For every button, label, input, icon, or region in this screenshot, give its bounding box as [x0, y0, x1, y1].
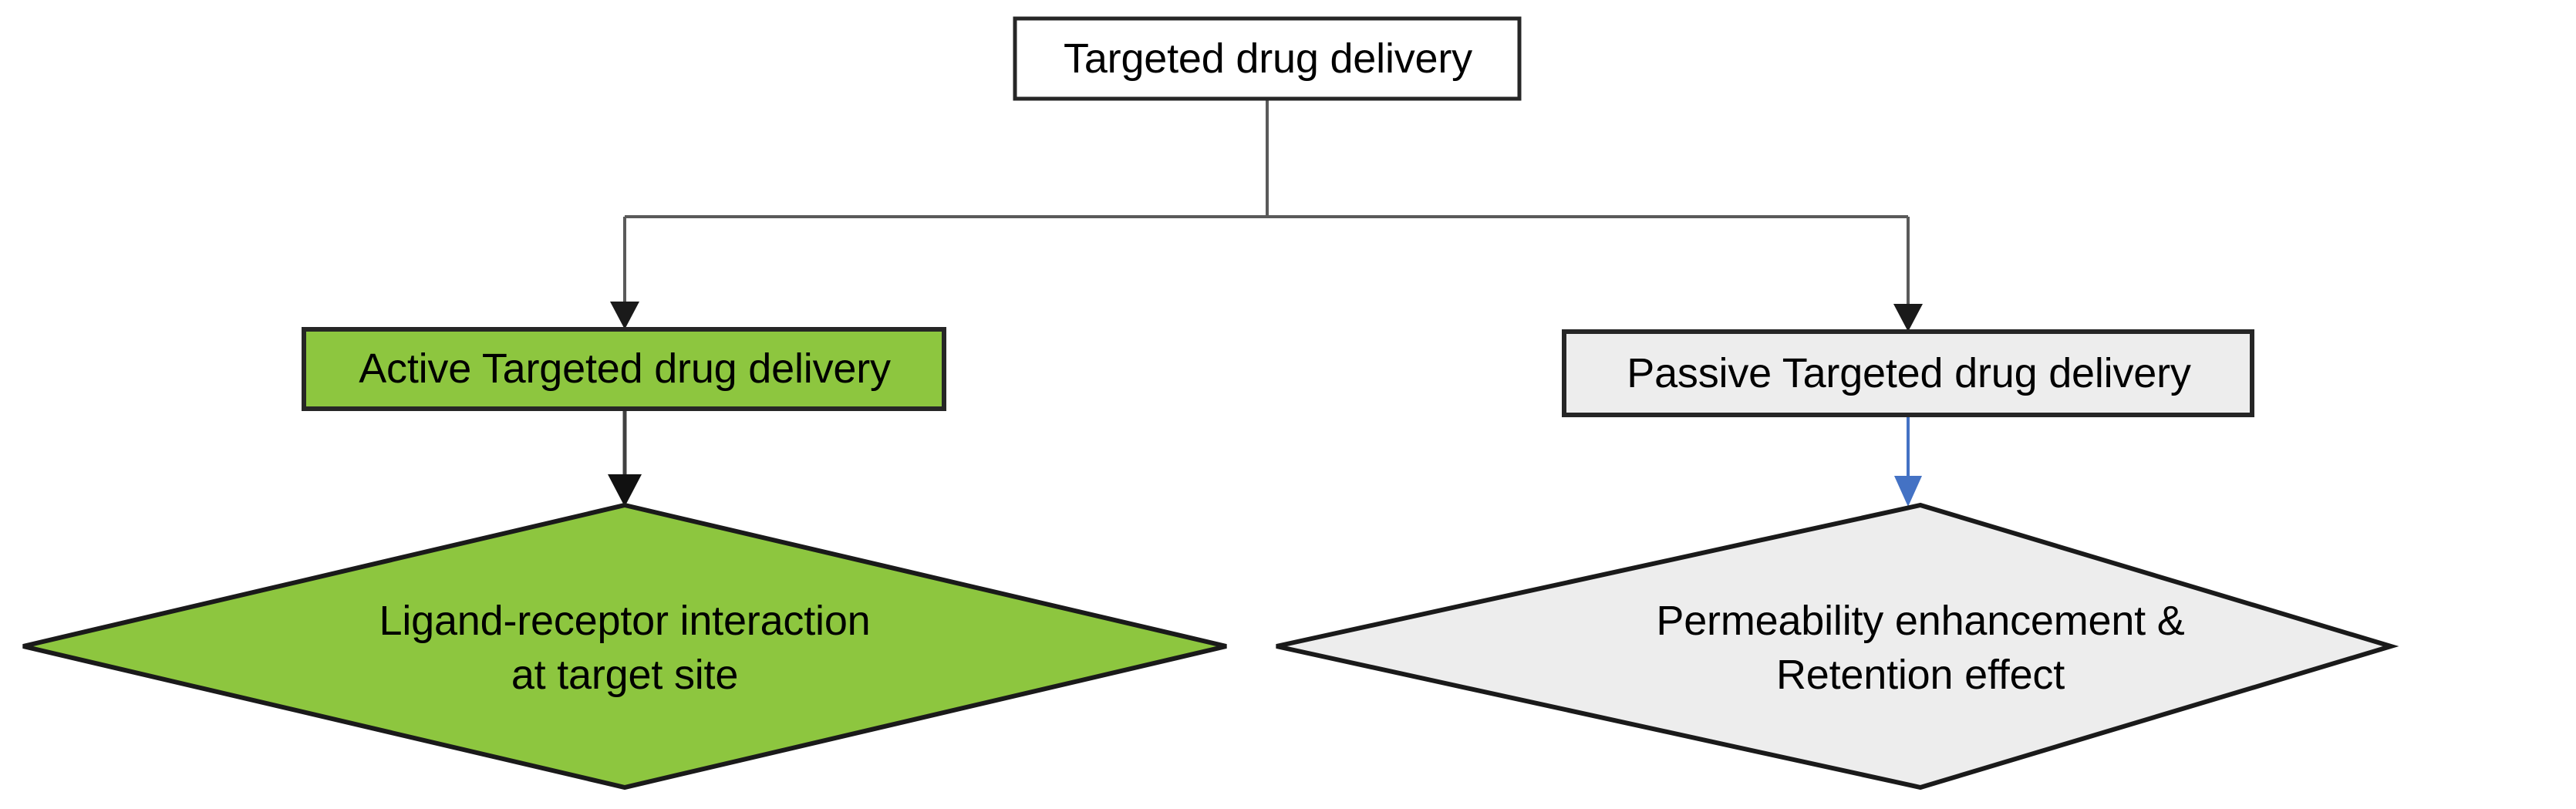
edge-root-to-branches — [610, 99, 1923, 332]
node-passive-shape[interactable] — [1562, 329, 2254, 417]
node-passive-outcome-shape[interactable] — [1276, 502, 2399, 790]
edge-active-to-outcome — [608, 409, 642, 507]
node-root-shape[interactable] — [1013, 16, 1522, 101]
node-active-shape[interactable] — [302, 327, 946, 411]
arrowhead-to-active — [610, 302, 639, 329]
arrowhead-to-active-outcome — [608, 474, 642, 507]
arrowhead-to-passive-outcome — [1894, 476, 1922, 507]
arrowhead-to-passive — [1893, 304, 1923, 332]
node-active-outcome-shape[interactable] — [22, 502, 1227, 790]
edge-passive-to-outcome — [1894, 415, 1922, 507]
